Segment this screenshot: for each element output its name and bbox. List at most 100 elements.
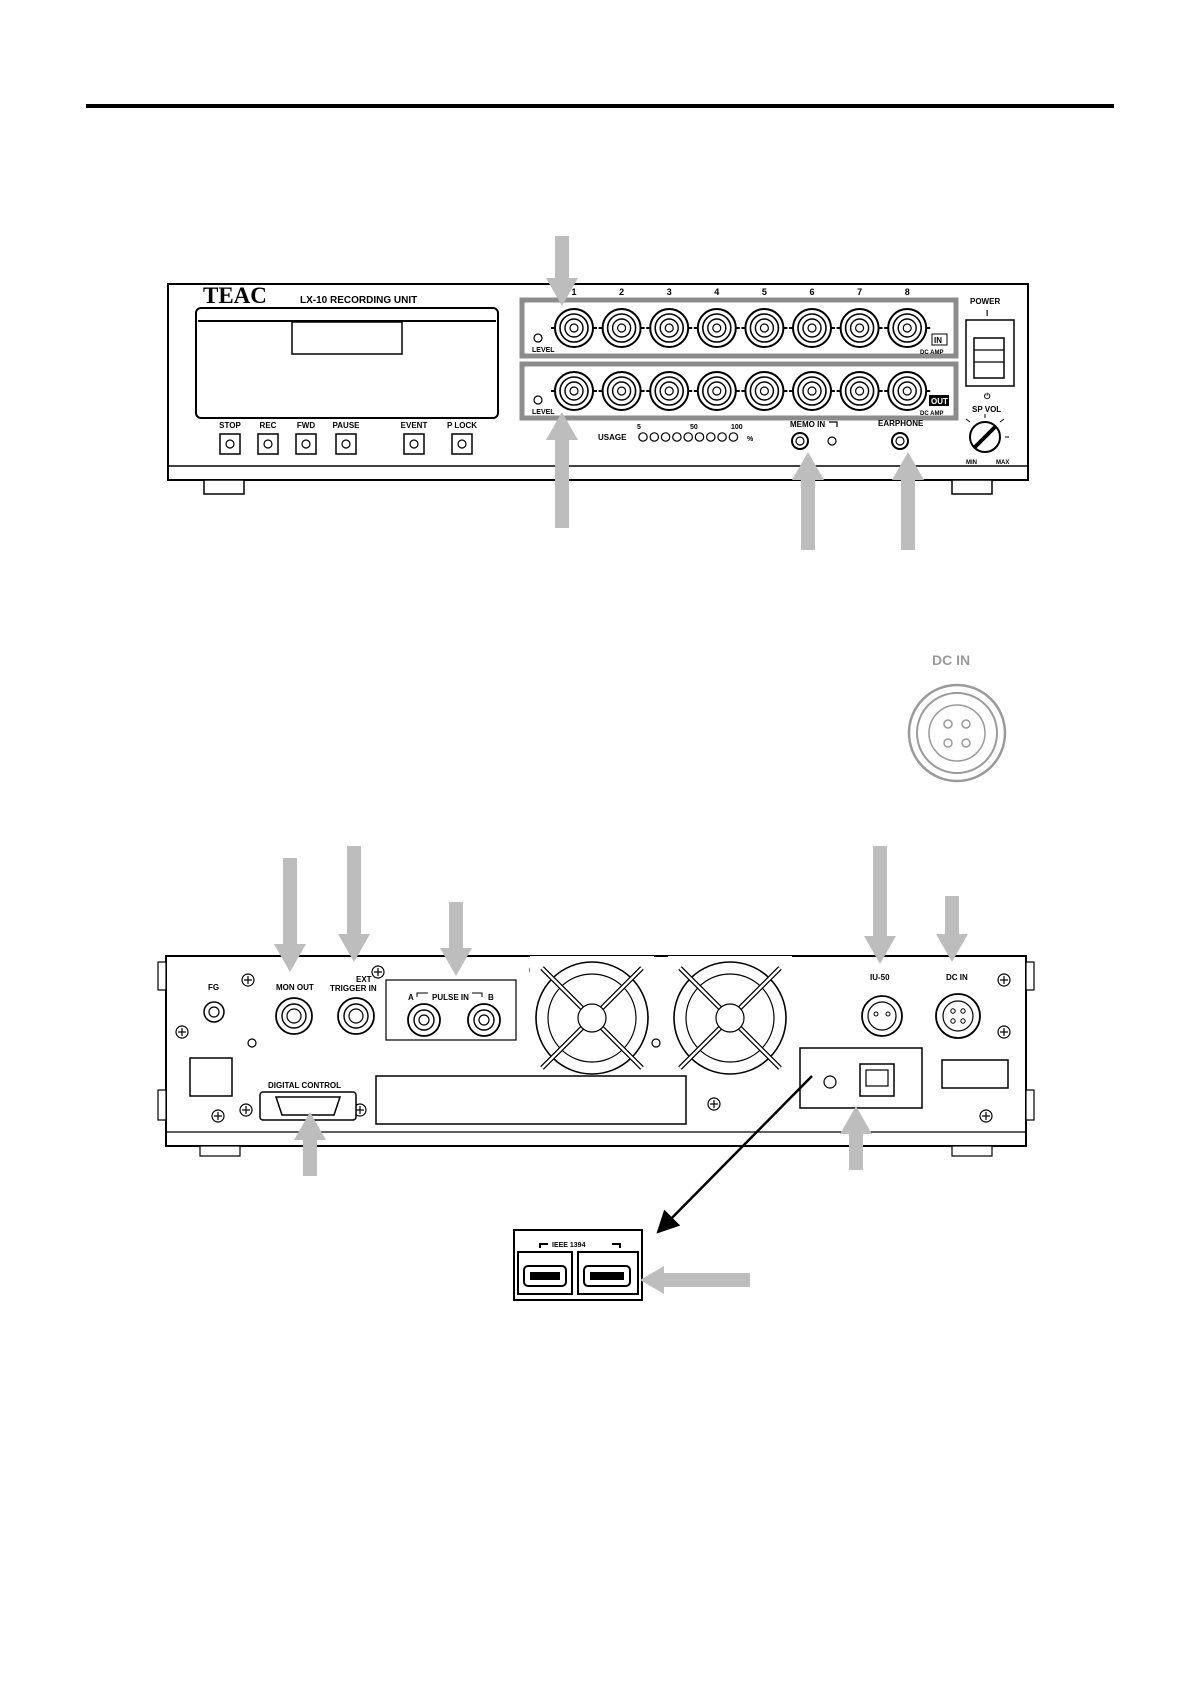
button-label: P LOCK bbox=[447, 421, 477, 430]
fg-label: FG bbox=[208, 983, 219, 992]
rear-foot-right bbox=[952, 1146, 992, 1156]
level-label-in: LEVEL bbox=[532, 347, 555, 354]
out-badge: OUT bbox=[931, 397, 948, 406]
pulse-b-label: B bbox=[488, 993, 494, 1002]
ext-trigger-bnc[interactable] bbox=[338, 998, 374, 1034]
front-panel: TEAC LX-10 RECORDING UNIT STOP REC FWD PAUS… bbox=[168, 283, 1028, 494]
blank-cover-small bbox=[190, 1058, 232, 1096]
iu-50-label: IU-50 bbox=[870, 973, 890, 982]
screw-head bbox=[998, 1026, 1010, 1038]
ieee1394-port-2[interactable] bbox=[578, 1252, 638, 1294]
screw-head bbox=[176, 1026, 188, 1038]
callout-arrow-iu-50 bbox=[864, 846, 896, 964]
button-label: EVENT bbox=[401, 421, 428, 430]
callout-arrow-mon-out bbox=[274, 858, 306, 972]
level-label-out: LEVEL bbox=[532, 409, 555, 416]
ext-trigger-label-line1: EXT bbox=[356, 975, 372, 984]
pulse-in-label: PULSE IN bbox=[432, 993, 469, 1002]
ieee1394-callout-arrow bbox=[640, 1266, 750, 1294]
front-foot-right bbox=[952, 480, 992, 494]
screw-head bbox=[708, 1098, 720, 1110]
in-badge: IN bbox=[934, 336, 942, 345]
header-rule bbox=[86, 104, 1114, 108]
usage-scale-5: 5 bbox=[637, 424, 641, 431]
option-slot-cover bbox=[376, 1076, 686, 1124]
screw-head bbox=[242, 974, 254, 986]
ext-trigger-label-line2: TRIGGER IN bbox=[330, 984, 377, 993]
screw-head bbox=[212, 1110, 224, 1122]
memo-led bbox=[828, 437, 836, 445]
dc-amp-out-label: DC AMP bbox=[920, 411, 943, 417]
pulse-a-label: A bbox=[408, 993, 414, 1002]
channel-number: 2 bbox=[619, 287, 624, 297]
button-rec[interactable]: REC bbox=[258, 421, 278, 454]
level-led-in bbox=[534, 334, 542, 342]
memo-in-label: MEMO IN bbox=[790, 420, 825, 429]
sp-vol-label: SP VOL bbox=[972, 405, 1001, 414]
screw-head bbox=[372, 966, 384, 978]
teac-logo: TEAC bbox=[203, 283, 267, 308]
rear-foot-left bbox=[200, 1146, 240, 1156]
usage-scale-100: 100 bbox=[731, 424, 743, 431]
callout-arrow-ieee1394-detail bbox=[640, 1266, 750, 1294]
cooling-fan-left bbox=[530, 956, 654, 1080]
iu-50-connector[interactable] bbox=[862, 996, 902, 1036]
usage-led bbox=[650, 433, 658, 441]
button-stop[interactable]: STOP bbox=[219, 421, 241, 454]
dc-amp-in-label: DC AMP bbox=[920, 350, 943, 356]
digital-control-label: DIGITAL CONTROL bbox=[268, 1081, 341, 1090]
button-label: FWD bbox=[297, 421, 315, 430]
usage-led bbox=[684, 433, 692, 441]
pulse-b-bnc[interactable] bbox=[468, 1004, 500, 1036]
dc-in-detail: DC IN bbox=[909, 652, 1005, 781]
usage-led bbox=[729, 433, 737, 441]
screw-head bbox=[980, 1110, 992, 1122]
dc-in-detail-label: DC IN bbox=[932, 652, 970, 668]
vol-min-label: MIN bbox=[966, 460, 977, 466]
vol-max-label: MAX bbox=[996, 460, 1009, 466]
button-fwd[interactable]: FWD bbox=[296, 421, 316, 454]
channel-number: 7 bbox=[857, 287, 862, 297]
power-label: POWER bbox=[970, 297, 1000, 306]
button-pause[interactable]: PAUSE bbox=[333, 421, 361, 454]
channel-number: 6 bbox=[809, 287, 814, 297]
usage-led bbox=[673, 433, 681, 441]
mon-out-label: MON OUT bbox=[276, 983, 314, 992]
button-label: PAUSE bbox=[333, 421, 361, 430]
screw-head bbox=[998, 974, 1010, 986]
usage-label: USAGE bbox=[598, 433, 627, 442]
dc-in-pin bbox=[962, 720, 970, 728]
callout-arrow-ext-trigger bbox=[338, 846, 370, 962]
pulse-a-bnc[interactable] bbox=[408, 1004, 440, 1036]
ieee1394-detail: IEEE 1394 bbox=[514, 1230, 642, 1300]
model-name: LX-10 RECORDING UNIT bbox=[300, 295, 417, 306]
power-off-mark: ⏻ bbox=[984, 392, 991, 401]
usage-scale-50: 50 bbox=[690, 424, 698, 431]
button-event[interactable]: EVENT bbox=[401, 421, 428, 454]
power-switch[interactable] bbox=[974, 338, 1004, 378]
dc-in-pin bbox=[962, 739, 970, 747]
usage-percent: % bbox=[747, 436, 754, 443]
button-p-lock[interactable]: P LOCK bbox=[447, 421, 477, 454]
screw-head bbox=[240, 1104, 252, 1116]
dc-in-pin bbox=[944, 739, 952, 747]
button-label: STOP bbox=[219, 421, 241, 430]
media-slot-door bbox=[292, 322, 402, 354]
earphone-label: EARPHONE bbox=[878, 419, 924, 428]
usage-led bbox=[707, 433, 715, 441]
front-foot-left bbox=[204, 480, 244, 494]
ieee1394-detail-label: IEEE 1394 bbox=[552, 1242, 586, 1249]
usage-led bbox=[661, 433, 669, 441]
dc-in-connector[interactable] bbox=[936, 994, 980, 1038]
rear-led bbox=[652, 1039, 660, 1047]
rear-led bbox=[248, 1039, 256, 1047]
channel-number: 3 bbox=[667, 287, 672, 297]
mon-out-bnc[interactable] bbox=[276, 998, 312, 1034]
ieee1394-port-1[interactable] bbox=[518, 1252, 572, 1294]
cooling-fan-right bbox=[668, 956, 792, 1080]
channel-number: 5 bbox=[762, 287, 767, 297]
blank-cover-right bbox=[942, 1060, 1008, 1088]
channel-number: 1 bbox=[571, 287, 576, 297]
rear-panel: FG MON OUT EXT TRIGGER IN A PULSE IN B bbox=[158, 956, 1034, 1156]
